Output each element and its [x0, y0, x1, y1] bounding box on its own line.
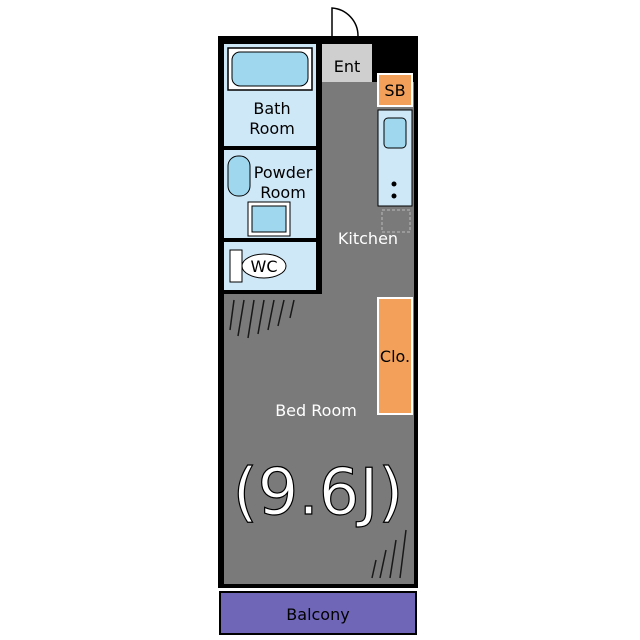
closet — [377, 297, 413, 415]
bedroom-label: Bed Room — [275, 401, 357, 420]
closet-label: Clo. — [380, 347, 410, 366]
toilet-tank-icon — [229, 249, 243, 283]
bedroom-hatching — [229, 299, 407, 579]
washer-inner-icon — [251, 205, 287, 233]
powder-label-2: Room — [260, 183, 306, 202]
burner-icon-2 — [391, 193, 397, 199]
washbasin-icon — [227, 155, 251, 197]
bedroom-size-label: (9.6J) — [233, 456, 404, 530]
shoe-box — [377, 73, 413, 107]
bath-label-1: Bath — [253, 99, 290, 118]
entrance-floor — [322, 44, 372, 82]
toilet-bowl-icon — [241, 253, 287, 279]
balcony — [219, 591, 417, 635]
burner-icon — [391, 181, 397, 187]
sink-icon — [383, 117, 407, 149]
balcony-label: Balcony — [286, 605, 349, 624]
entrance-label: Ent — [334, 57, 361, 76]
entry-door-icon — [331, 7, 359, 37]
kitchen-label: Kitchen — [338, 229, 398, 248]
powder-label-1: Powder — [254, 163, 313, 182]
bath-label-2: Room — [249, 119, 295, 138]
wc-label: WC — [251, 257, 278, 276]
shoe-box-label: SB — [384, 81, 405, 100]
bathtub-inner-icon — [231, 51, 309, 87]
